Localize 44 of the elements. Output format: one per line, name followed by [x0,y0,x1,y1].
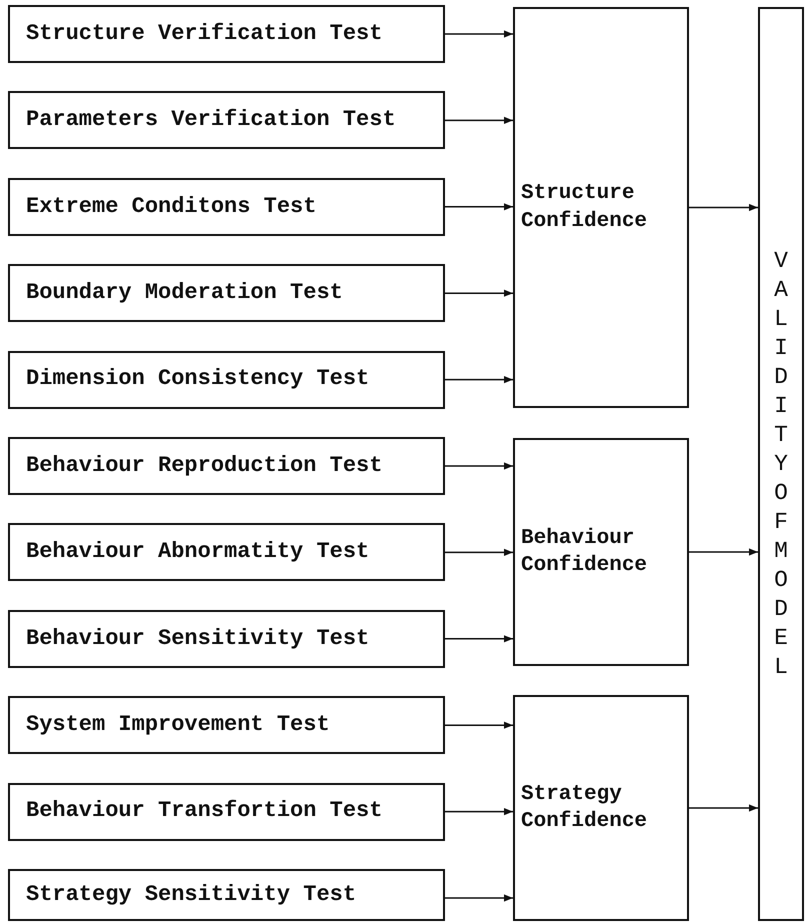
confidence-box [513,7,689,408]
arrow [689,804,758,812]
box-label: Behaviour Abnormatity Test [26,539,370,566]
arrow [445,462,513,470]
arrow [689,204,758,212]
box-label: Boundary Moderation Test [26,280,343,306]
test-box [8,696,445,754]
box-label: Strategy Sensitivity Test [26,882,356,908]
arrow [445,894,513,902]
box-label: Behaviour Transfortion Test [26,798,382,825]
box-label: Structure Confidence [521,181,648,234]
validity-box [758,7,804,921]
test-box [8,869,445,921]
test-box [8,5,445,63]
arrow [445,203,513,210]
test-box [8,178,445,236]
box-label: Dimension Consistency Test [26,366,370,393]
box-label: Behaviour Confidence [521,526,648,579]
test-box [8,264,445,322]
arrow [445,116,513,124]
arrow [445,808,513,816]
box-label: Parameters Verification Test [26,107,396,134]
box-label: Extreme Conditons Test [26,194,316,220]
box-label: Behaviour Reproduction Test [26,452,382,480]
test-box [8,523,445,582]
vertical-label: VALIDITY OF MODEL [774,246,788,682]
box-label: Behaviour Sensitivity Test [26,626,370,652]
arrow [445,722,513,729]
arrow [445,548,513,556]
confidence-box [513,438,689,666]
arrow [689,548,758,556]
test-box [8,437,445,495]
arrow [445,635,513,642]
arrow [445,376,513,384]
test-box [8,610,445,668]
confidence-box [513,695,689,921]
box-label: Structure Verification Test [26,20,382,48]
arrow [445,30,513,38]
box-label: System Improvement Test [26,712,330,738]
test-box [8,782,445,841]
arrow [445,290,513,297]
box-label: Strategy Confidence [521,782,648,835]
test-box [8,350,445,409]
test-box [8,91,445,150]
